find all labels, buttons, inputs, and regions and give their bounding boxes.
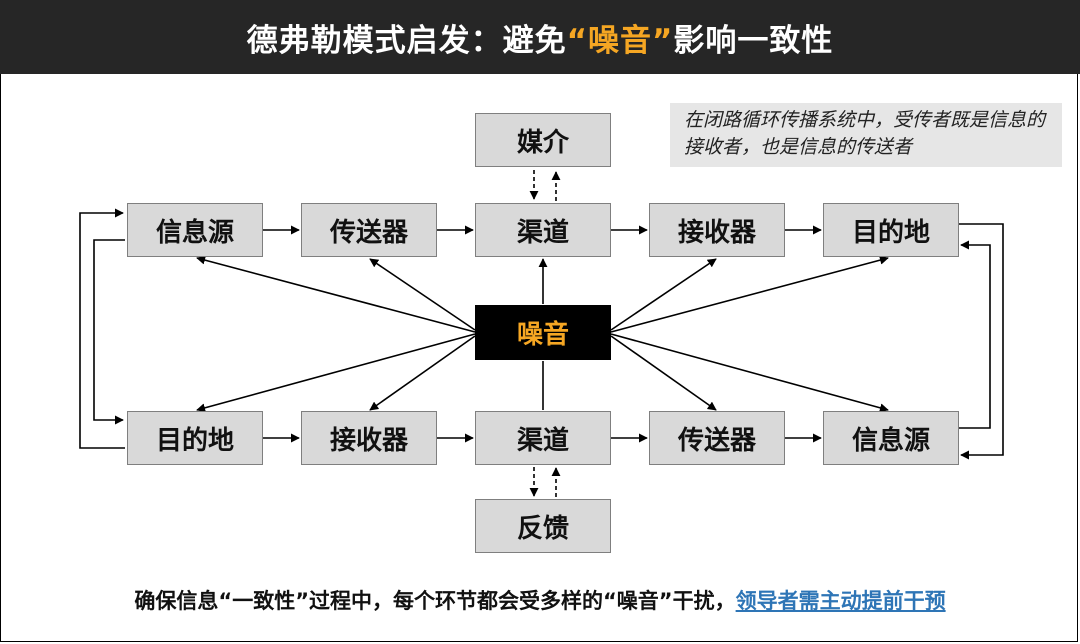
left-loop-outer xyxy=(79,208,125,449)
footer-text: 确保信息“一致性”过程中，每个环节都会受多样的“噪音”干扰， xyxy=(134,589,736,613)
node-top-transmitter: 传送器 xyxy=(301,203,437,257)
right-loop-outer xyxy=(959,223,1004,460)
noise-arrow-top-receiver xyxy=(610,258,717,331)
left-loop-inner xyxy=(93,239,125,425)
node-bottom-destination: 目的地 xyxy=(127,411,263,465)
note-box: 在闭路循环传播系统中，受传者既是信息的接收者，也是信息的传送者 xyxy=(670,103,1062,167)
node-top-source: 信息源 xyxy=(127,203,263,257)
title-after: 影响一致性 xyxy=(673,22,834,59)
node-top-destination: 目的地 xyxy=(823,203,959,257)
node-bottom-channel: 渠道 xyxy=(475,411,611,465)
node-top-channel: 渠道 xyxy=(475,203,611,257)
noise-arrow-top-source xyxy=(196,255,476,333)
node-medium: 媒介 xyxy=(475,113,611,167)
noise-arrow-top-destination xyxy=(610,255,889,333)
footer-link[interactable]: 领导者需主动提前干预 xyxy=(735,589,946,613)
noise-arrow-top-transmitter xyxy=(369,258,476,331)
footer-caption: 确保信息“一致性”过程中，每个环节都会受多样的“噪音”干扰，领导者需主动提前干预 xyxy=(0,585,1080,615)
node-bottom-receiver: 接收器 xyxy=(301,411,437,465)
title-highlight: “噪音” xyxy=(566,22,674,59)
page-title: 德弗勒模式启发：避免“噪音”影响一致性 xyxy=(0,0,1080,74)
noise-arrow-bottom-source xyxy=(610,333,889,413)
node-top-receiver: 接收器 xyxy=(649,203,785,257)
node-noise: 噪音 xyxy=(475,305,611,360)
node-bottom-source: 信息源 xyxy=(823,411,959,465)
right-loop-inner xyxy=(959,240,991,429)
noise-arrow-bottom-receiver xyxy=(369,335,476,411)
title-before: 德弗勒模式启发：避免 xyxy=(246,22,567,59)
noise-arrow-bottom-destination xyxy=(196,333,476,413)
diagram-frame xyxy=(0,74,1078,642)
node-feedback: 反馈 xyxy=(475,499,611,553)
noise-arrow-bottom-transmitter xyxy=(610,335,717,411)
node-bottom-transmitter: 传送器 xyxy=(649,411,785,465)
